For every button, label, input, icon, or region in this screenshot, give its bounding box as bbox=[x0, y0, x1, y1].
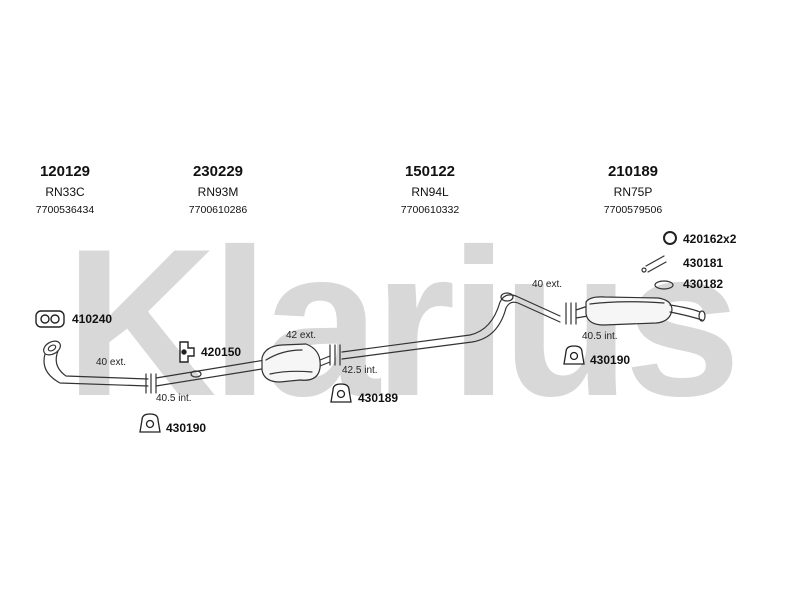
assembly-210189[interactable]: 210189 RN75P 7700579506 bbox=[568, 163, 698, 217]
part-number: 230229 bbox=[192, 163, 244, 180]
part-430190-right[interactable]: 430190 bbox=[590, 353, 631, 367]
rubber-hanger-icon bbox=[330, 383, 352, 403]
assembly-150122[interactable]: 150122 RN94L 7700610332 bbox=[365, 163, 495, 217]
dim-40-5-int-right: 40.5 int. bbox=[582, 331, 618, 342]
part-430190-left[interactable]: 430190 bbox=[166, 421, 207, 435]
part-code: RN75P bbox=[613, 185, 653, 199]
part-420150[interactable]: 420150 bbox=[201, 345, 242, 359]
dim-40-ext-left: 40 ext. bbox=[96, 357, 127, 368]
pipe-150122 bbox=[341, 292, 561, 360]
rubber-hanger-icon bbox=[563, 345, 585, 365]
part-number: 120129 bbox=[39, 163, 91, 180]
rubber-hanger-icon bbox=[139, 413, 161, 433]
joint-left bbox=[145, 373, 157, 394]
dim-42-5-int: 42.5 int. bbox=[342, 365, 378, 376]
gasket-icon bbox=[35, 310, 65, 328]
assembly-120129[interactable]: 120129 RN33C 7700536434 bbox=[0, 163, 130, 217]
joint-middle bbox=[329, 344, 341, 366]
dim-42-ext: 42 ext. bbox=[286, 330, 317, 341]
rear-silencer bbox=[575, 296, 706, 326]
oem-number: 7700610286 bbox=[188, 204, 248, 216]
part-430182[interactable]: 430182 bbox=[683, 277, 724, 291]
assembly-230229[interactable]: 230229 RN93M 7700610286 bbox=[153, 163, 283, 217]
catalytic-converter bbox=[261, 343, 331, 383]
joint-right bbox=[565, 302, 577, 325]
part-410240[interactable]: 410240 bbox=[72, 312, 113, 326]
dim-40-5-int-left: 40.5 int. bbox=[156, 393, 192, 404]
pipe-230229 bbox=[155, 359, 269, 387]
hanger-sketch bbox=[641, 255, 674, 290]
oem-number: 7700610332 bbox=[400, 204, 460, 216]
ring-icon bbox=[663, 231, 677, 245]
part-430181[interactable]: 430181 bbox=[683, 256, 724, 270]
part-430189[interactable]: 430189 bbox=[358, 391, 399, 405]
downpipe-120129 bbox=[43, 340, 149, 387]
part-code: RN94L bbox=[411, 185, 449, 199]
part-number: 150122 bbox=[404, 163, 456, 180]
bracket-icon bbox=[179, 341, 195, 363]
part-420162x2[interactable]: 420162x2 bbox=[683, 232, 737, 246]
oem-number: 7700536434 bbox=[35, 204, 95, 216]
part-code: RN33C bbox=[45, 185, 85, 199]
part-number: 210189 bbox=[607, 163, 659, 180]
dim-40-ext-right: 40 ext. bbox=[532, 279, 563, 290]
part-code: RN93M bbox=[197, 185, 239, 199]
oem-number: 7700579506 bbox=[603, 204, 663, 216]
